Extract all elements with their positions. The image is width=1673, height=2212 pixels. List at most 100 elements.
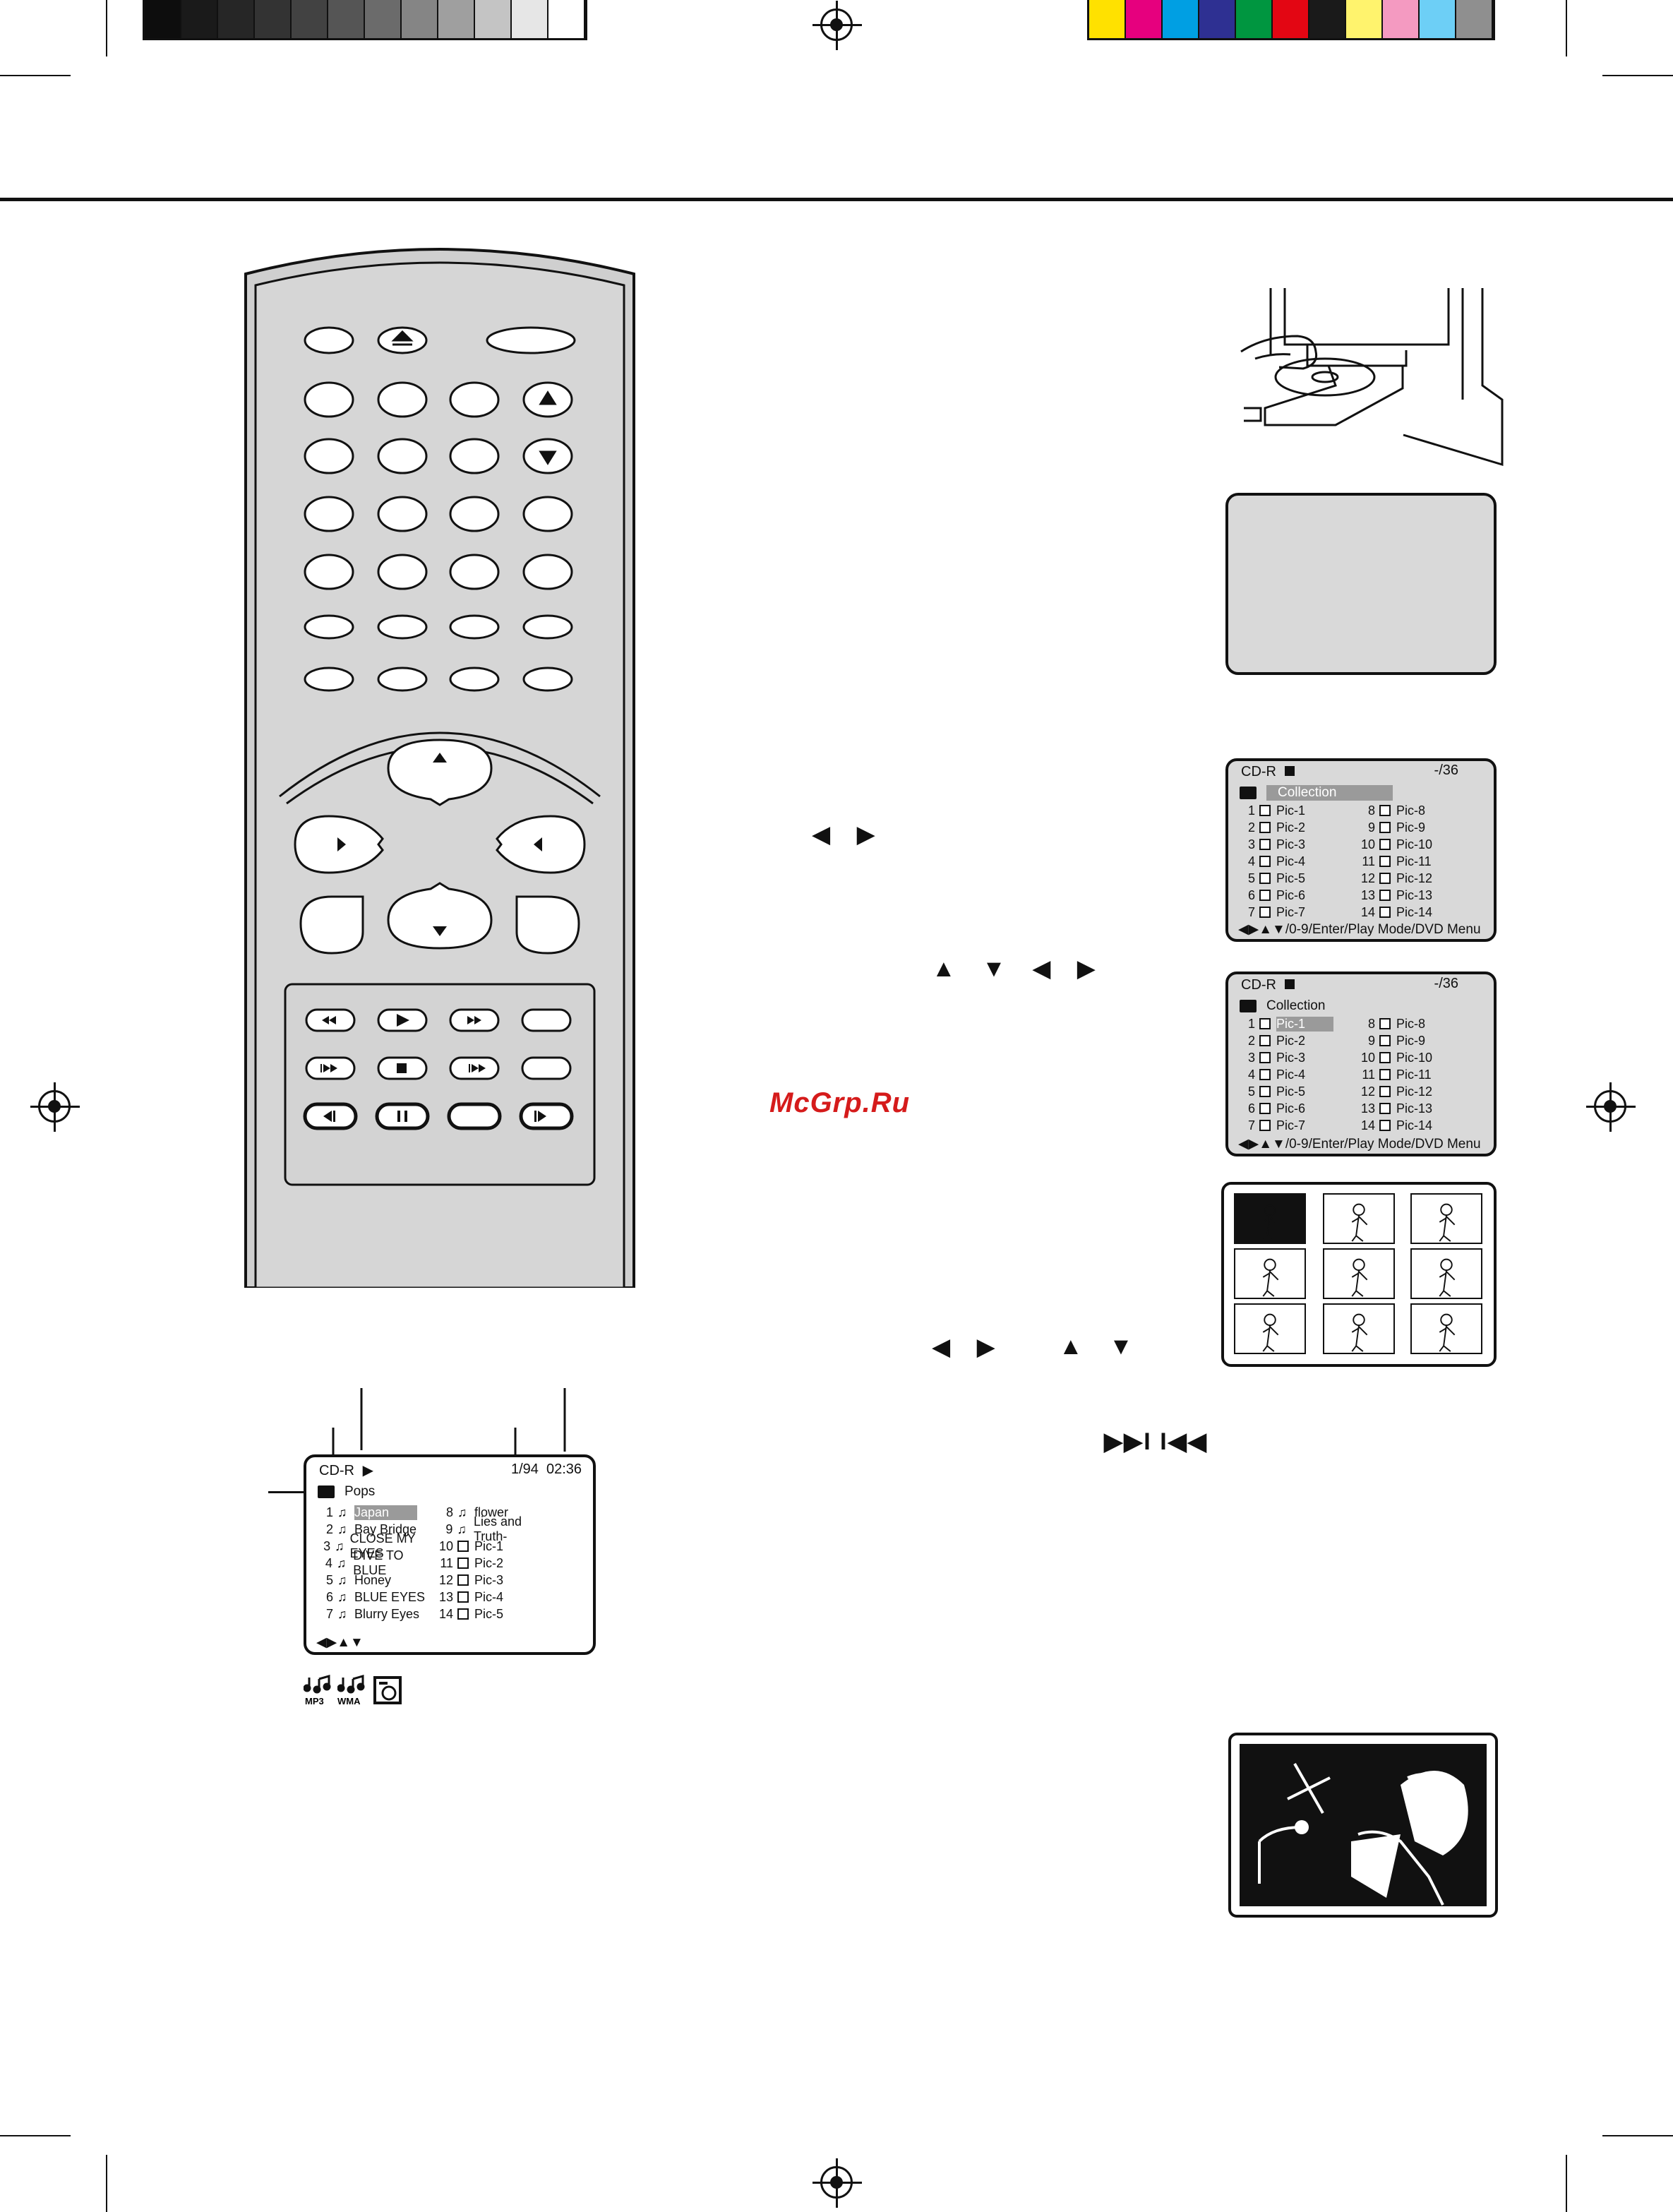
thumbnail[interactable] [1234,1248,1306,1299]
list-item[interactable]: 2♫Bay Bridge [316,1522,436,1537]
jpeg-icon [373,1676,402,1704]
item-number: 10 [438,1538,453,1553]
list-item[interactable]: 3♫CLOSE MY EYES [316,1531,436,1561]
crop-mark [1566,2155,1567,2212]
arrow-hint-four-way: ▲ ▼ ◀ ▶ [932,955,1105,982]
item-name: Pic-10 [1396,837,1433,851]
remote-button [522,666,573,692]
thumbnail[interactable] [1323,1248,1395,1299]
jpeg-icon [1379,856,1391,867]
item-number: 9 [445,1522,453,1536]
up-arrow-icon [539,390,557,405]
jpeg-icon [1379,1103,1391,1114]
color-swatch [1420,0,1456,38]
list-item[interactable]: 8♫flower [436,1505,556,1520]
remote-button [522,554,573,590]
folder-row[interactable]: Pops [318,1484,375,1500]
remote-button [304,614,354,640]
jpeg-icon [1379,1052,1391,1063]
thumbnail[interactable] [1410,1248,1482,1299]
list-item[interactable]: 9♫Lies and Truth- [436,1514,556,1544]
jpeg-icon [1379,805,1391,816]
folder-row[interactable]: Collection [1240,998,1325,1014]
wma-icon: ♫ [337,1607,347,1621]
full-screen-photo [1228,1733,1498,1918]
remote-button [449,438,500,474]
color-swatch [1456,0,1493,38]
wma-icon: WMA [337,1675,365,1706]
item-number: 2 [1247,820,1255,835]
list-item[interactable]: 2 Pic-2 [1238,1034,1358,1048]
file-count: -/36 [1434,763,1458,778]
thumbnail[interactable] [1234,1303,1306,1354]
list-item[interactable]: 4♫DIVE TO BLUE [316,1548,436,1578]
folder-row[interactable]: Collection [1240,785,1393,801]
list-item[interactable]: 5♫Honey [316,1573,436,1588]
thumbnail[interactable] [1410,1303,1482,1354]
item-name: Pic-8 [1396,803,1426,818]
list-item[interactable]: 6♫BLUE EYES [316,1590,436,1605]
thumbnail[interactable] [1323,1303,1395,1354]
remote-button [304,496,354,532]
color-swatch [402,0,438,38]
thumbnail[interactable] [1234,1193,1306,1244]
elapsed-time: 02:36 [546,1461,582,1477]
item-number: 2 [1247,1033,1255,1048]
list-item[interactable]: 10 Pic-10 [1358,837,1478,852]
color-swatch [218,0,255,38]
item-name: Pic-4 [474,1589,504,1604]
file-count: -/36 [1434,976,1458,991]
item-name: Pic-13 [1396,1101,1433,1116]
thumbnail[interactable] [1323,1193,1395,1244]
item-name: Pic-14 [1396,1118,1433,1132]
header-rule [0,198,1673,201]
jpeg-icon [1379,839,1391,850]
item-number: 10 [1360,837,1375,851]
jpeg-icon [1259,1120,1271,1131]
mp3-icon: ♫ [337,1505,347,1519]
item-name: Pic-2 [1276,1033,1306,1048]
list-item[interactable]: 7♫Blurry Eyes [316,1607,436,1622]
item-name: Pic-4 [1276,854,1306,868]
remote-button [522,496,573,532]
folder-name: Pops [344,1484,376,1499]
list-item[interactable]: 1♫Japan [316,1505,436,1520]
folder-icon [318,1485,335,1498]
thumbnail[interactable] [1410,1193,1482,1244]
